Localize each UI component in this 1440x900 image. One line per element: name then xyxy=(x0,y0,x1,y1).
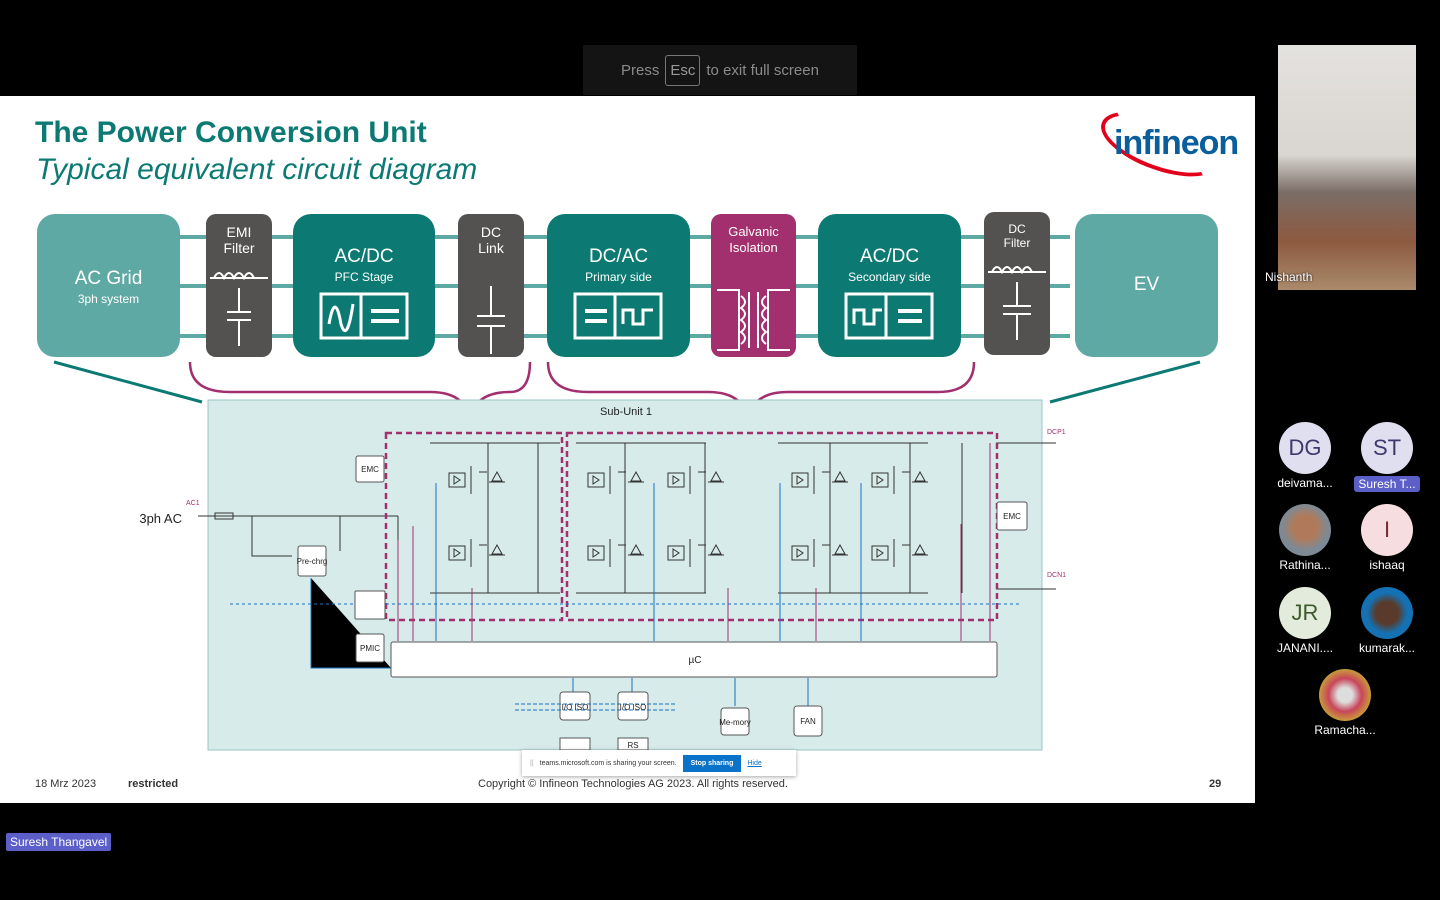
participant[interactable]: kumarak... xyxy=(1347,587,1427,655)
svg-text:PMIC: PMIC xyxy=(360,644,380,653)
svg-text:AC1: AC1 xyxy=(186,500,200,507)
shared-slide: The Power Conversion Unit Typical equiva… xyxy=(0,96,1255,803)
svg-text:EMC: EMC xyxy=(361,465,379,474)
svg-text:DCN1: DCN1 xyxy=(1047,572,1066,579)
slide-classification: restricted xyxy=(128,778,179,790)
video-tile[interactable]: Nishanth xyxy=(1265,45,1416,290)
slide-subtitle: Typical equivalent circuit diagram xyxy=(36,153,478,186)
presenter-name-tag: Suresh Thangavel xyxy=(6,833,112,851)
svg-text:I/O ISO: I/O ISO xyxy=(620,703,647,712)
inductor-capacitor-icon xyxy=(210,272,268,346)
participant[interactable]: Rathina... xyxy=(1265,504,1345,572)
transformer-icon xyxy=(717,289,790,351)
dc-ac-icon xyxy=(573,292,663,340)
block-dc-link: DC Link xyxy=(458,214,524,357)
svg-text:Pre-chrg: Pre-chrg xyxy=(297,557,328,566)
switch-symbol xyxy=(587,466,644,494)
stop-sharing-button[interactable]: Stop sharing xyxy=(682,754,742,772)
screen-share-bar: || teams.microsoft.com is sharing your s… xyxy=(522,750,796,776)
slide-page-number: 29 xyxy=(1209,778,1222,790)
switch-symbol xyxy=(791,539,848,567)
svg-text:EMC: EMC xyxy=(1003,512,1021,521)
ac-dc-icon xyxy=(319,292,409,340)
notice-press: Press xyxy=(621,61,660,79)
svg-text:FAN: FAN xyxy=(800,717,816,726)
notice-text: to exit full screen xyxy=(706,61,819,79)
fullscreen-notice: Press Esc to exit full screen xyxy=(583,45,857,95)
drag-handle-icon[interactable]: || xyxy=(530,759,534,767)
input-label: 3ph AC xyxy=(139,511,182,526)
switches xyxy=(448,466,928,567)
block-dc-filter: DC Filter xyxy=(984,212,1050,355)
circuit-diagram: Sub-Unit 1 3ph AC AC1 DCP1 DCN1 EMC EMC P… xyxy=(53,360,1201,751)
switch-symbol xyxy=(448,466,505,494)
esc-key: Esc xyxy=(665,54,701,86)
block-ev: EV xyxy=(1075,214,1218,357)
switch-symbol xyxy=(587,539,644,567)
svg-text:RS: RS xyxy=(627,741,638,750)
avatar xyxy=(1319,669,1371,721)
slide-copyright: Copyright © Infineon Technologies AG 202… xyxy=(478,778,788,790)
avatar xyxy=(1361,587,1413,639)
switch-symbol xyxy=(871,466,928,494)
switch-symbol xyxy=(448,539,505,567)
switch-symbol xyxy=(667,466,724,494)
switch-symbol xyxy=(667,539,724,567)
avatar xyxy=(1279,504,1331,556)
slide-date: 18 Mrz 2023 xyxy=(35,778,97,790)
subunit-label: Sub-Unit 1 xyxy=(600,406,652,418)
hide-button[interactable]: Hide xyxy=(747,759,762,767)
svg-text:Me-mory: Me-mory xyxy=(719,718,751,727)
participant[interactable]: Ramacha... xyxy=(1305,669,1385,737)
video-name: Nishanth xyxy=(1265,270,1313,284)
slide-title: The Power Conversion Unit xyxy=(35,116,427,149)
block-galvanic-isolation: Galvanic Isolation xyxy=(711,214,796,357)
svg-text:DCP1: DCP1 xyxy=(1047,429,1066,436)
inductor-capacitor-icon xyxy=(988,266,1046,340)
uc-label: µC xyxy=(689,655,702,666)
block-emi-filter: EMI Filter xyxy=(206,214,272,357)
infineon-logo: infineon xyxy=(1092,98,1239,190)
share-text: teams.microsoft.com is sharing your scre… xyxy=(539,759,677,767)
switch-symbol xyxy=(871,539,928,567)
capacitor-icon xyxy=(477,286,505,354)
ac-dc-secondary-icon xyxy=(844,292,934,340)
switch-symbol xyxy=(791,466,848,494)
svg-text:I/O ISO: I/O ISO xyxy=(562,703,589,712)
